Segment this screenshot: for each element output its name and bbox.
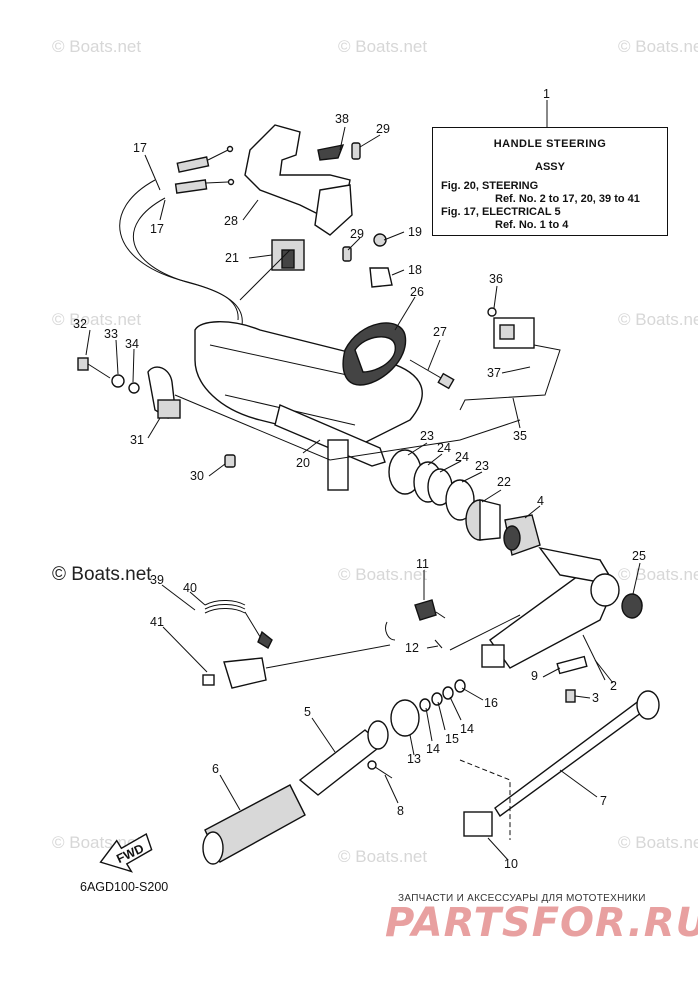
callout-24a: 24: [437, 441, 451, 455]
info-subtitle: ASSY: [535, 161, 565, 173]
callout-29a: 29: [376, 122, 390, 136]
part-26-cover: [342, 322, 407, 386]
callout-18: 18: [408, 263, 422, 277]
callout-41: 41: [150, 615, 164, 629]
part-10-block: [463, 811, 493, 837]
callout-29b: 29: [350, 227, 364, 241]
callout-3: 3: [592, 691, 599, 705]
callout-8: 8: [397, 804, 404, 818]
callout-34: 34: [125, 337, 139, 351]
callout-20: 20: [296, 456, 310, 470]
part-22-bushing: [465, 499, 501, 541]
callout-30: 30: [190, 469, 204, 483]
part-36-37-switch: [459, 307, 561, 411]
part-17-cables: [119, 145, 243, 326]
info-fig-line-2: Fig. 17, ELECTRICAL 5: [441, 206, 561, 218]
callout-14a: 14: [426, 742, 440, 756]
callout-38: 38: [335, 112, 349, 126]
watermark: © Boats.net: [52, 37, 141, 56]
callout-27: 27: [433, 325, 447, 339]
callout-5: 5: [304, 705, 311, 719]
watermark: © Boats.net: [338, 37, 427, 56]
footer-text: ЗАПЧАСТИ И АКСЕССУАРЫ ДЛЯ МОТОТЕХНИКИ: [398, 893, 646, 904]
part-31-lever: [147, 366, 181, 419]
callout-24b: 24: [455, 450, 469, 464]
part-21-holder: [271, 239, 305, 271]
info-title: HANDLE STEERING: [493, 138, 607, 150]
part-23-24-rings: [388, 449, 475, 521]
callout-31: 31: [130, 433, 144, 447]
callout-12: 12: [405, 641, 419, 655]
part-29-bolts: [342, 142, 361, 262]
part-11-12-bolt: [414, 599, 446, 649]
part-6-grip: [202, 784, 306, 865]
part-9-3-plate-screw: [556, 655, 588, 703]
reference-info-box: HANDLE STEERING ASSY Fig. 20, STEERING R…: [432, 127, 668, 236]
callout-35: 35: [513, 429, 527, 443]
callout-7: 7: [600, 794, 607, 808]
callout-13: 13: [407, 752, 421, 766]
watermark: © Boats.net: [338, 847, 427, 866]
part-39-40-41-stop-switch: [202, 600, 396, 689]
callout-17a: 17: [133, 141, 147, 155]
part-7-friction-rod: [494, 690, 660, 818]
watermark: © Boats.net: [338, 565, 427, 584]
footer-brand-logo[interactable]: PARTSFOR.RU: [385, 900, 698, 946]
callout-16: 16: [484, 696, 498, 710]
part-18-clip: [369, 267, 393, 288]
callout-4: 4: [537, 494, 544, 508]
callout-10: 10: [504, 857, 518, 871]
callout-6: 6: [212, 762, 219, 776]
watermarks: © Boats.net © Boats.net © Boats.net © Bo…: [52, 37, 698, 866]
watermark: © Boats.net: [52, 310, 141, 329]
callout-36: 36: [489, 272, 503, 286]
part-30-screw: [224, 454, 236, 468]
watermark: © Boats.net: [618, 565, 698, 584]
diagram-code: 6AGD100-S200: [80, 880, 169, 894]
watermark: © Boats.net: [618, 37, 698, 56]
part-28-bracket: [244, 124, 353, 236]
info-ref-line-2: Ref. No. 1 to 4: [495, 219, 569, 231]
callout-17b: 17: [150, 222, 164, 236]
part-4-bushing: [503, 514, 541, 556]
callout-25: 25: [632, 549, 646, 563]
part-13-14-15-16-stack: [390, 679, 466, 737]
callout-2: 2: [610, 679, 617, 693]
part-25-washer: [621, 593, 643, 619]
part-20-handle-housing: [194, 321, 423, 491]
watermark: © Boats.net: [618, 310, 698, 329]
watermark: © Boats.net: [618, 833, 698, 852]
callout-40: 40: [183, 581, 197, 595]
part-19-grommet: [373, 233, 387, 247]
callout-14b: 14: [460, 722, 474, 736]
callout-28: 28: [224, 214, 238, 228]
callout-32: 32: [73, 317, 87, 331]
reference-lines: [174, 249, 606, 840]
callout-26: 26: [410, 285, 424, 299]
part-27-bolt: [409, 359, 455, 390]
callout-9: 9: [531, 669, 538, 683]
part-32-33-34-hardware: [77, 357, 140, 394]
callout-37: 37: [487, 366, 501, 380]
callout-11: 11: [416, 557, 429, 571]
callout-numbers: 1 2 3 4 5 6 7 8 9 10 11 12 13 14 14 15 1…: [73, 87, 646, 871]
callout-23b: 23: [475, 459, 489, 473]
info-fig-line-1: Fig. 20, STEERING: [441, 180, 539, 192]
watermark-dark: © Boats.net: [52, 564, 152, 585]
callout-1: 1: [543, 87, 550, 101]
leader-lines: [85, 100, 641, 861]
part-8-screw: [367, 760, 393, 779]
info-ref-line-1: Ref. No. 2 to 17, 20, 39 to 41: [495, 193, 640, 205]
callout-15: 15: [445, 732, 459, 746]
callout-19: 19: [408, 225, 422, 239]
part-5-throttle-shaft: [298, 720, 389, 796]
callout-22: 22: [497, 475, 511, 489]
callout-39: 39: [150, 573, 164, 587]
callout-23a: 23: [420, 429, 434, 443]
callout-33: 33: [104, 327, 118, 341]
callout-21: 21: [225, 251, 239, 265]
